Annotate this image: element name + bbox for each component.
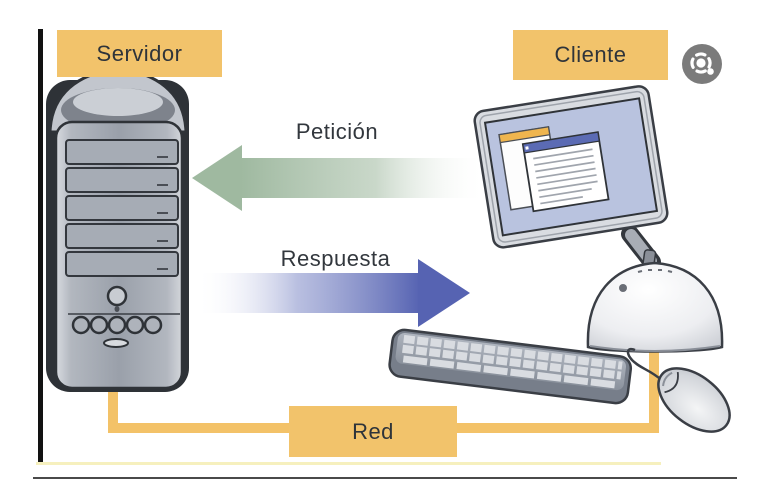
dome-logo-dot: [619, 284, 627, 292]
mouse-button-line: [664, 371, 679, 394]
lens-icon-graphic: [682, 44, 722, 84]
server-tower: [46, 66, 189, 392]
front-slot: [103, 338, 129, 348]
mouse-front-edge: [662, 371, 673, 387]
document-text-lines: [533, 148, 598, 205]
left-border-bar: [38, 29, 43, 465]
tower-top-highlight: [73, 88, 163, 116]
client-label-badge: Cliente: [513, 30, 668, 80]
power-button: [106, 285, 128, 307]
request-arrow: [192, 145, 486, 211]
server-label-badge: Servidor: [57, 30, 222, 77]
front-window: [521, 131, 610, 213]
keyboard: [388, 328, 633, 405]
bottom-divider-line: [33, 477, 737, 479]
client-monitor: [473, 85, 669, 249]
dome-bottom-edge: [589, 345, 721, 352]
network-label: Red: [352, 418, 394, 444]
keyboard-keys: [402, 334, 623, 389]
drive-bays: [65, 139, 179, 277]
dome-vents: [637, 269, 673, 273]
client-label: Cliente: [554, 42, 627, 67]
mouse-cable: [626, 347, 665, 383]
response-arrow: [196, 259, 470, 327]
server-label: Servidor: [96, 40, 183, 66]
computer-dome-base: [586, 261, 724, 353]
bottom-accent-line: [36, 462, 661, 465]
power-led: [114, 306, 120, 312]
mouse: [657, 367, 731, 433]
lens-icon[interactable]: [681, 43, 723, 85]
response-arrow-label: Respuesta: [280, 246, 391, 271]
monitor-frame-inner: [479, 90, 663, 243]
front-buttons: [71, 315, 163, 335]
network-label-badge: Red: [289, 406, 457, 457]
drive-bay-latches: [157, 156, 168, 270]
request-arrow-label: Petición: [295, 119, 379, 144]
